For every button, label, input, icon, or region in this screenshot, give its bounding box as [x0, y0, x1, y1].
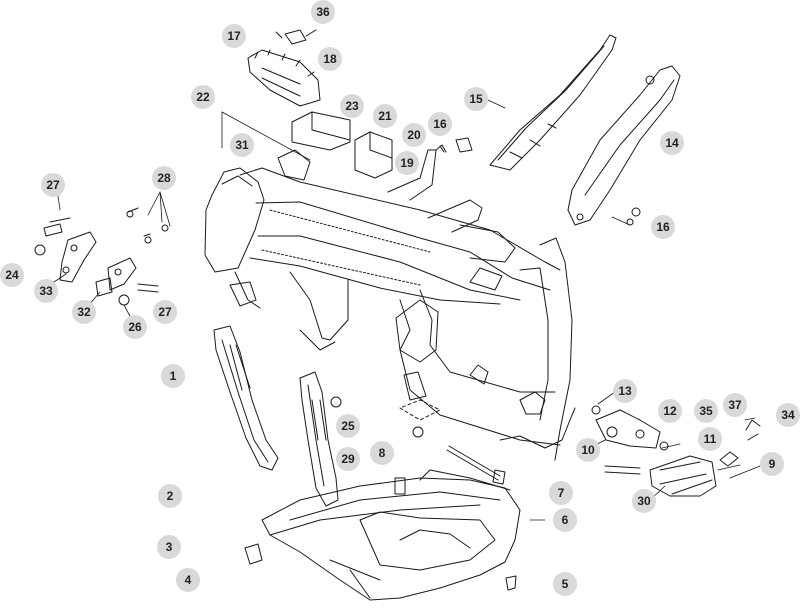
rubber-blocks: [291, 111, 393, 179]
callout-19[interactable]: 19: [395, 151, 419, 175]
callout-6[interactable]: 6: [553, 508, 577, 532]
callout-21[interactable]: 21: [373, 104, 397, 128]
frame-guard-right: [299, 371, 339, 507]
callout-20[interactable]: 20: [402, 123, 426, 147]
subframe-rail-left: [489, 34, 617, 171]
callout-36[interactable]: 36: [311, 0, 335, 24]
callout-12[interactable]: 12: [658, 399, 682, 423]
callout-27-lower[interactable]: 27: [153, 300, 177, 324]
callout-23[interactable]: 23: [340, 94, 364, 118]
callout-22[interactable]: 22: [191, 85, 215, 109]
callout-16-upper[interactable]: 16: [428, 112, 452, 136]
callout-35[interactable]: 35: [694, 399, 718, 423]
callout-24[interactable]: 24: [0, 263, 24, 287]
callout-9[interactable]: 9: [760, 452, 784, 476]
callout-32[interactable]: 32: [72, 300, 96, 324]
callout-15[interactable]: 15: [464, 87, 488, 111]
frame-guard-left: [213, 325, 279, 471]
callout-31[interactable]: 31: [230, 133, 254, 157]
callout-3[interactable]: 3: [157, 535, 181, 559]
callout-18[interactable]: 18: [318, 47, 342, 71]
frame-brackets: [277, 144, 447, 201]
footpeg-left: [247, 29, 321, 107]
callout-26[interactable]: 26: [123, 315, 147, 339]
main-frame: [204, 167, 576, 461]
nuts-right: [439, 137, 641, 226]
leader-lines: [47, 99, 761, 521]
callout-28[interactable]: 28: [152, 166, 176, 190]
callout-5[interactable]: 5: [553, 572, 577, 596]
bolts: [330, 396, 506, 485]
callout-4[interactable]: 4: [176, 568, 200, 592]
callout-10[interactable]: 10: [576, 438, 600, 462]
callout-13[interactable]: 13: [613, 379, 637, 403]
callout-25[interactable]: 25: [336, 414, 360, 438]
callout-33[interactable]: 33: [34, 279, 58, 303]
callout-1[interactable]: 1: [161, 364, 185, 388]
callout-27-upper[interactable]: 27: [41, 173, 65, 197]
callout-2[interactable]: 2: [158, 484, 182, 508]
callout-11[interactable]: 11: [698, 427, 722, 451]
callout-34[interactable]: 34: [776, 403, 800, 427]
bracket-parts-left: [34, 207, 169, 306]
callout-37[interactable]: 37: [723, 393, 747, 417]
callout-16-lower[interactable]: 16: [651, 215, 675, 239]
callout-30[interactable]: 30: [632, 489, 656, 513]
callout-8[interactable]: 8: [370, 441, 394, 465]
skid-plate: [244, 469, 521, 601]
footpeg-right: [591, 405, 761, 497]
callout-7[interactable]: 7: [549, 481, 573, 505]
callout-17[interactable]: 17: [222, 24, 246, 48]
callout-29[interactable]: 29: [336, 447, 360, 471]
callout-14[interactable]: 14: [660, 131, 684, 155]
subframe-rail-right: [567, 65, 681, 226]
